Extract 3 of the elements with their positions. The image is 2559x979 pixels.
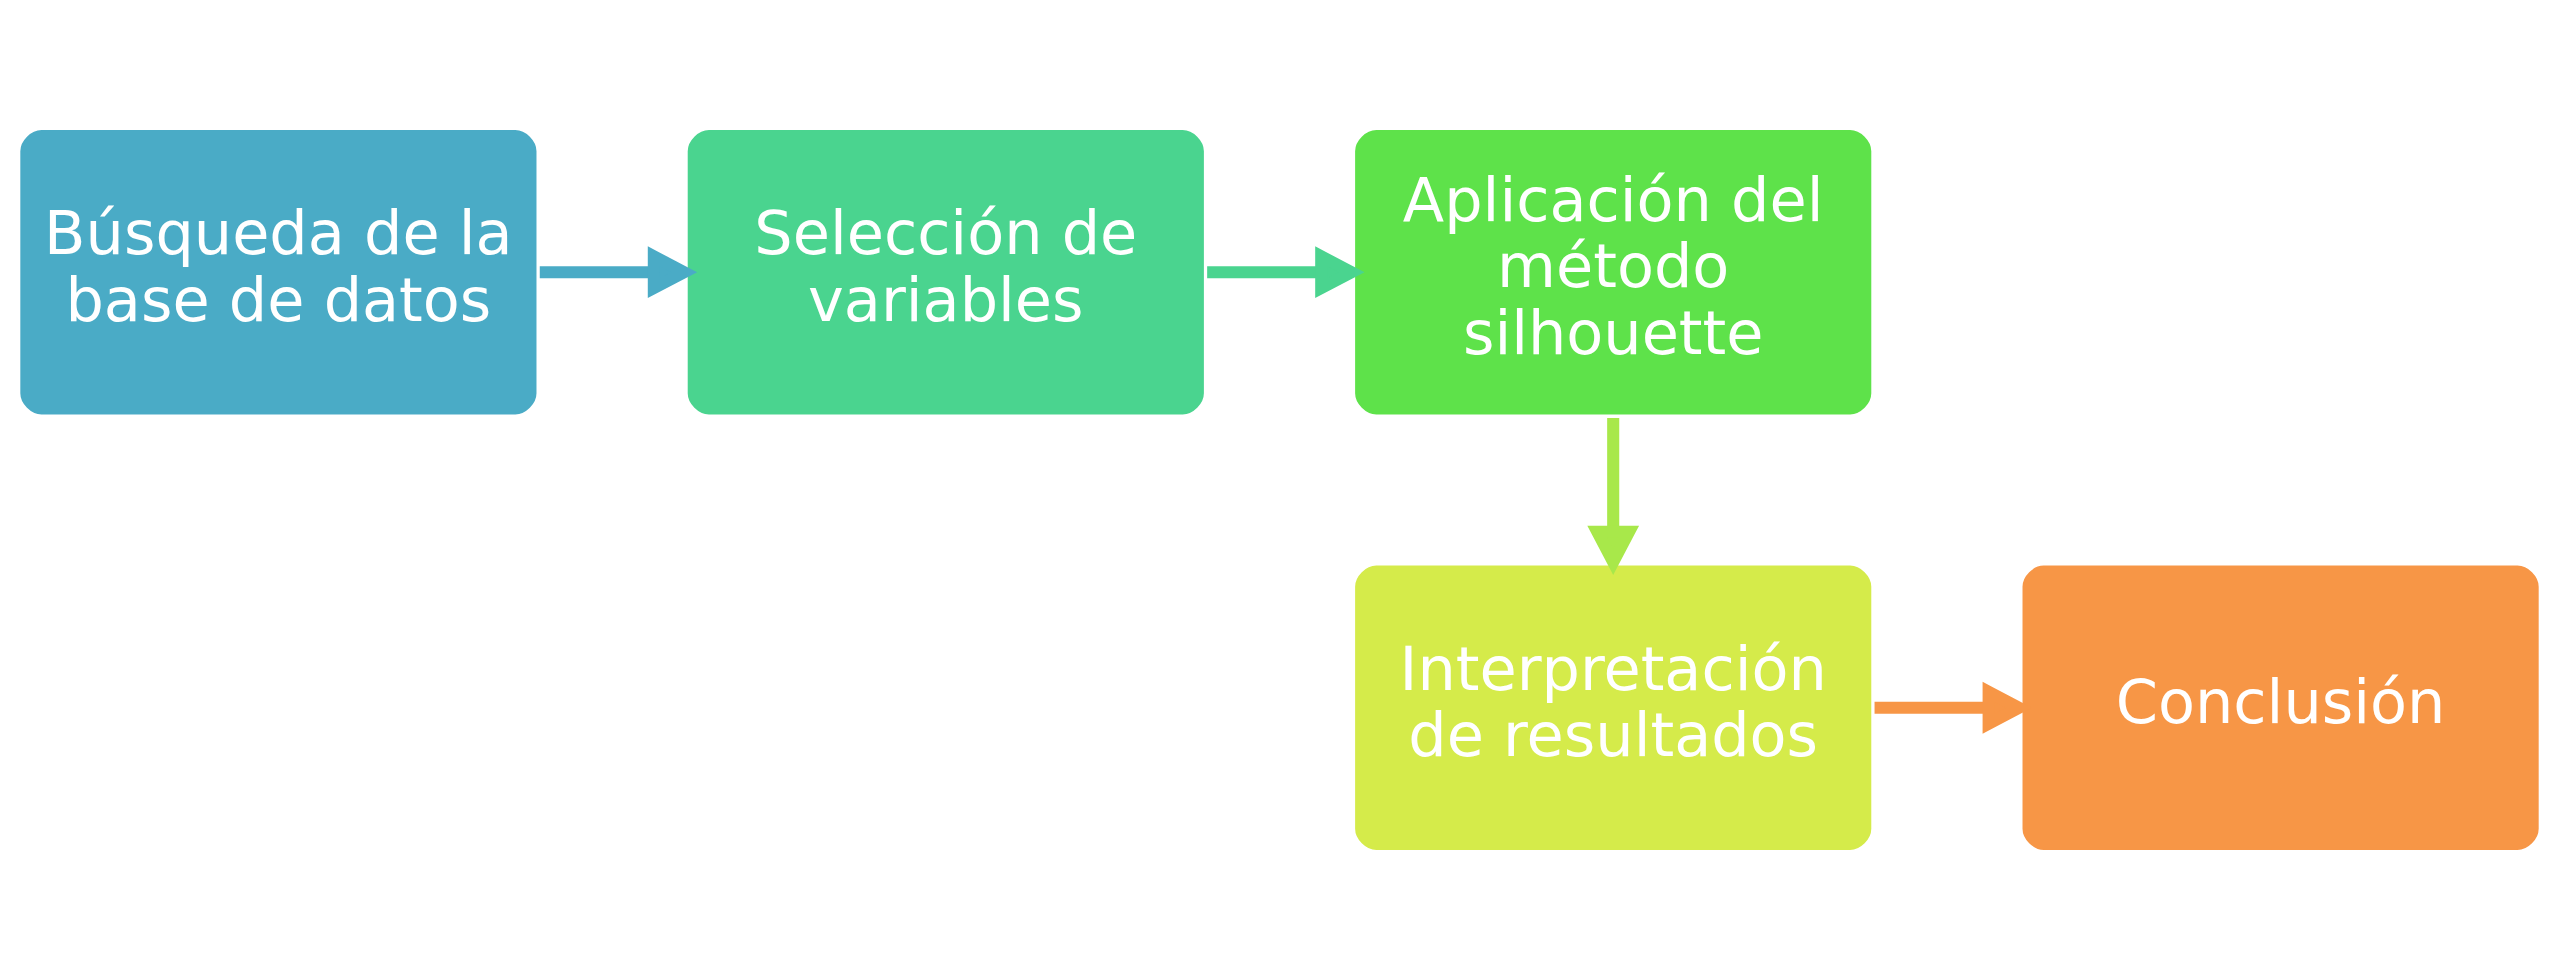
arrow <box>539 245 698 298</box>
arrow <box>1587 417 1640 575</box>
arrow <box>1207 245 1365 298</box>
